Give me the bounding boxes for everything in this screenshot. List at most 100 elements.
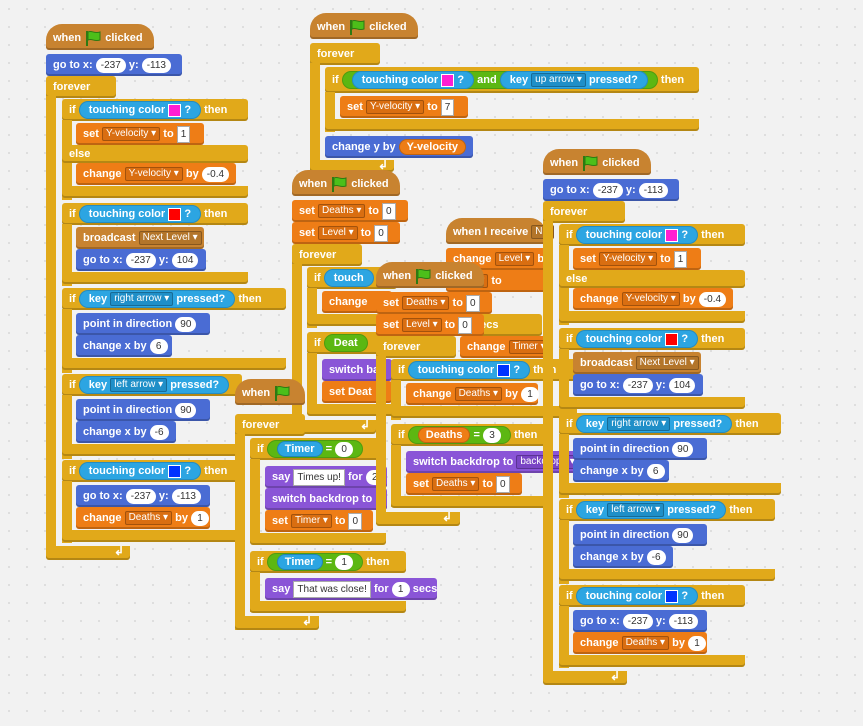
key-dropdown[interactable]: right arrow	[607, 417, 671, 432]
timer-equals-1[interactable]: Timer = 1	[266, 553, 364, 572]
set-var-block[interactable]: set Deaths to 0	[376, 292, 492, 314]
y-input[interactable]: 104	[668, 377, 696, 393]
if-block[interactable]: if key right arrow pressed? then	[559, 413, 781, 435]
key-dropdown[interactable]: right arrow	[110, 292, 174, 307]
direction-input[interactable]: 90	[672, 441, 694, 457]
when-flag-clicked-hat[interactable]: when clicked	[376, 262, 484, 288]
set-var-block[interactable]: set Timer to 0	[265, 510, 373, 532]
direction-input[interactable]: 90	[672, 527, 694, 543]
forever-block[interactable]: forever	[310, 43, 380, 65]
color-swatch[interactable]	[168, 464, 182, 478]
if-block[interactable]: if Deaths = 3 then	[391, 424, 551, 446]
go-to-xy-block[interactable]: go to x: -237 y: -113	[46, 54, 182, 76]
key-dropdown[interactable]: left arrow	[607, 503, 665, 518]
go-to-xy-block[interactable]: go to x: -237 y: -113	[76, 485, 210, 507]
var-dropdown[interactable]: Deaths	[317, 204, 366, 219]
change-var-block[interactable]: change Y-velocity by -0.4	[573, 288, 733, 310]
change-var-block-partial[interactable]: change	[322, 291, 392, 313]
y-input[interactable]: -113	[171, 488, 201, 504]
deaths-equals-3[interactable]: Deaths = 3	[407, 426, 512, 445]
touching-color-magenta[interactable]: touching color ?	[78, 101, 202, 120]
x-input[interactable]: -237	[95, 57, 126, 73]
value-input[interactable]: 3	[483, 427, 502, 443]
change-var-block[interactable]: change Timer	[460, 336, 550, 358]
change-var-block[interactable]: change Level by	[446, 248, 550, 270]
if-block[interactable]: if touch	[307, 267, 397, 289]
value-input[interactable]: 0	[381, 202, 396, 220]
value-input[interactable]: 0	[335, 441, 354, 457]
key-pressed-right[interactable]: key right arrow pressed?	[78, 290, 236, 309]
var-dropdown[interactable]: Y-velocity	[101, 127, 161, 142]
touching-color-red[interactable]: touching color ?	[575, 330, 699, 349]
broadcast-block[interactable]: broadcast Next Level	[573, 352, 701, 374]
forever-block[interactable]: forever	[543, 201, 625, 223]
change-var-block[interactable]: change Deaths by 1	[406, 383, 540, 405]
x-input[interactable]: -237	[125, 488, 156, 504]
if-block[interactable]: if touching color ? then	[559, 328, 745, 350]
switch-backdrop-block[interactable]: switch backdrop to	[265, 488, 387, 510]
if-block[interactable]: if touching color ? then	[559, 585, 745, 607]
var-dropdown[interactable]: Deaths	[124, 511, 173, 526]
direction-input[interactable]: 90	[175, 402, 197, 418]
color-swatch[interactable]	[441, 73, 455, 87]
say-input[interactable]: Times up!	[293, 468, 345, 486]
color-swatch[interactable]	[665, 332, 679, 346]
go-to-xy-block[interactable]: go to x: -237 y: 104	[76, 249, 206, 271]
say-for-block[interactable]: say Times up! for 2	[265, 466, 387, 488]
change-x-block[interactable]: change x by -6	[76, 421, 176, 443]
color-swatch[interactable]	[168, 207, 182, 221]
when-flag-clicked-hat[interactable]: when clicked	[543, 149, 651, 175]
when-flag-clicked-hat[interactable]: when clicked	[310, 13, 418, 39]
if-block[interactable]: if Deat	[307, 332, 397, 354]
touching-color-magenta[interactable]: touching color ?	[575, 226, 699, 245]
point-in-direction-block[interactable]: point in direction 90	[573, 438, 707, 460]
touching-color-red[interactable]: touching color ?	[78, 205, 202, 224]
value-input[interactable]: 0	[495, 475, 510, 493]
point-in-direction-block[interactable]: point in direction 90	[76, 399, 210, 421]
if-else-block[interactable]: if touching color ? then	[62, 99, 248, 121]
timer-reporter[interactable]: Timer	[276, 554, 323, 571]
when-flag-clicked-hat-partial[interactable]: when	[235, 379, 305, 405]
set-var-partial[interactable]: set Deat	[322, 381, 392, 403]
x-input[interactable]: -237	[592, 182, 623, 198]
when-flag-clicked-hat[interactable]: when clicked	[292, 170, 400, 196]
key-pressed-left[interactable]: key left arrow pressed?	[575, 501, 727, 520]
color-swatch[interactable]	[168, 103, 182, 117]
if-block[interactable]: if key left arrow pressed? then	[559, 499, 775, 521]
secs-input[interactable]: 1	[391, 581, 410, 597]
forever-block[interactable]: forever	[376, 336, 456, 358]
color-swatch[interactable]	[497, 363, 511, 377]
if-block[interactable]: if touching color ? then	[391, 359, 577, 381]
color-swatch[interactable]	[665, 589, 679, 603]
say-for-secs-block[interactable]: say That was close! for 1 secs	[265, 578, 437, 600]
y-input[interactable]: 104	[171, 252, 199, 268]
if-block[interactable]: if Timer = 1 then	[250, 551, 406, 573]
message-dropdown[interactable]: Next Level	[138, 231, 202, 246]
when-flag-clicked-hat[interactable]: when clicked	[46, 24, 154, 50]
set-var-block[interactable]: set Level to 0	[292, 222, 400, 244]
say-input[interactable]: That was close!	[293, 580, 371, 598]
change-y-block[interactable]: change y by Y-velocity	[325, 136, 473, 158]
var-dropdown[interactable]: Level	[401, 318, 442, 333]
change-var-block[interactable]: change Deaths by 1	[76, 507, 210, 529]
timer-reporter[interactable]: Timer	[276, 441, 323, 458]
key-pressed-left[interactable]: key left arrow pressed?	[78, 376, 230, 395]
var-dropdown[interactable]: Deaths	[454, 387, 503, 402]
value-input[interactable]: 0	[374, 224, 388, 242]
point-in-direction-block[interactable]: point in direction 90	[573, 524, 707, 546]
point-in-direction-block[interactable]: point in direction 90	[76, 313, 210, 335]
change-x-block[interactable]: change x by -6	[573, 546, 673, 568]
switch-backdrop-partial[interactable]: switch ba	[322, 359, 392, 381]
and-operator[interactable]: touching color ? and key up arrow presse…	[341, 71, 658, 90]
when-i-receive-hat[interactable]: when I receive N	[446, 218, 555, 244]
if-block[interactable]: if key right arrow pressed? then	[62, 288, 286, 310]
value-input[interactable]: 0	[458, 316, 472, 334]
value-input[interactable]: 1	[191, 510, 210, 526]
y-input[interactable]: -113	[668, 613, 698, 629]
value-input[interactable]: 1	[176, 125, 191, 143]
touching-partial[interactable]: touch	[323, 269, 374, 288]
color-swatch[interactable]	[665, 228, 679, 242]
key-dropdown[interactable]: up arrow	[531, 73, 586, 88]
if-else-block[interactable]: if touching color ? then	[559, 224, 745, 246]
var-dropdown[interactable]: Deaths	[621, 636, 670, 651]
